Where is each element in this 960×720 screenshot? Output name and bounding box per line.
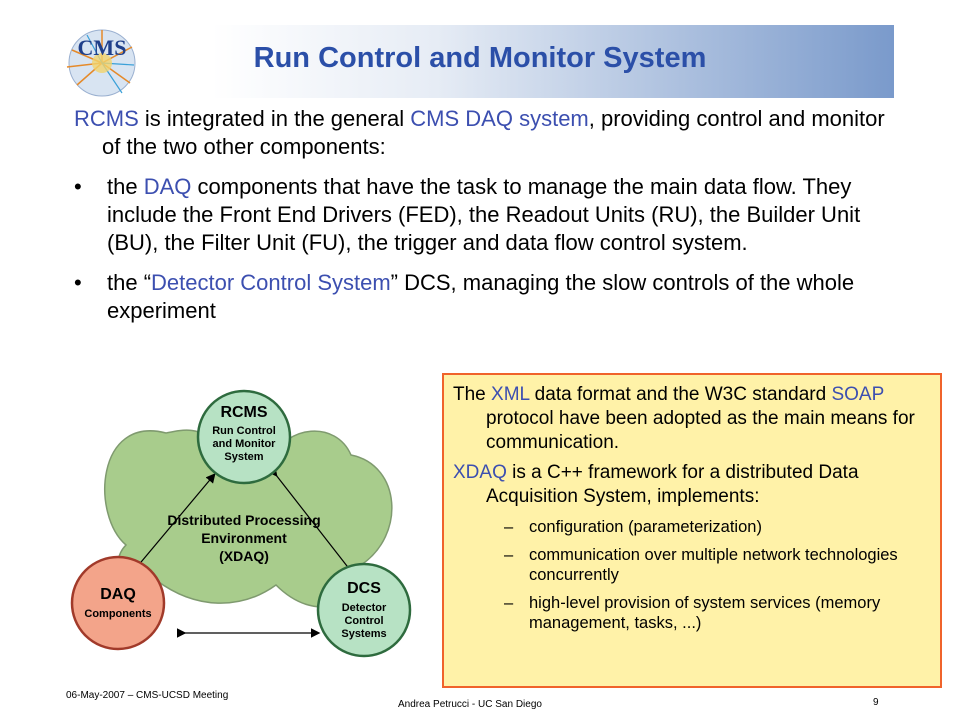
footer-author: Andrea Petrucci - UC San Diego	[398, 699, 542, 710]
info-p2-text: is a C++ framework for a distributed Dat…	[486, 462, 859, 507]
info-item-text: communication over multiple network tech…	[529, 546, 898, 584]
info-item-text: configuration (parameterization)	[529, 518, 762, 536]
intro-text-2: , providing control and monitor of the t…	[102, 106, 885, 159]
bullet-dcs-pre: the “	[107, 270, 152, 295]
info-item: –high-level provision of system services…	[453, 593, 930, 633]
body-text: RCMS is integrated in the general CMS DA…	[74, 105, 894, 337]
rcms-circle	[196, 389, 292, 485]
rcms-line-1: Run Control	[212, 425, 276, 437]
center-label-1: Distributed Processing	[167, 512, 320, 528]
info-box: The XML data format and the W3C standard…	[442, 373, 942, 688]
intro-paragraph: RCMS is integrated in the general CMS DA…	[74, 105, 894, 161]
center-label-2: Environment	[201, 530, 287, 546]
logo-text: CMS	[78, 35, 127, 60]
daq-circle	[70, 555, 166, 651]
info-item-text: high-level provision of system services …	[529, 594, 881, 632]
bullet-daq-pre: the	[107, 174, 144, 199]
info-hl-xml: XML	[491, 384, 530, 405]
center-label-3: (XDAQ)	[219, 548, 269, 564]
bullet-daq: • the DAQ components that have the task t…	[74, 173, 894, 257]
intro-text-1: is integrated in the general	[138, 106, 411, 131]
intro-hl-cms-daq: CMS DAQ system	[410, 106, 589, 131]
bullet-dcs-post: ” DCS, managing the slow controls of the…	[107, 270, 855, 323]
dcs-line-1: Detector	[342, 602, 387, 614]
info-item: –configuration (parameterization)	[453, 517, 930, 537]
arrow-rcms-dcs	[267, 466, 356, 577]
dash-marker: –	[504, 594, 514, 612]
bullet-daq-hl: DAQ	[143, 174, 192, 199]
info-xdaq: XDAQ is a C++ framework for a distribute…	[453, 461, 930, 509]
title-bar	[62, 25, 894, 98]
footer-page-number: 9	[873, 697, 879, 708]
info-p1-t1: The	[453, 384, 492, 405]
info-p1-t2: data format and the W3C standard	[529, 384, 832, 405]
daq-title: DAQ	[100, 586, 136, 603]
rcms-line-3: System	[224, 451, 263, 463]
page-title: Run Control and Monitor System	[253, 42, 707, 74]
dcs-line-2: Control	[344, 615, 383, 627]
daq-line-1: Components	[84, 608, 151, 620]
dcs-title: DCS	[347, 580, 381, 597]
dcs-circle	[316, 562, 412, 658]
rcms-diagram: RCMS Run Control and Monitor System DAQ …	[70, 389, 412, 658]
dcs-line-3: Systems	[341, 628, 386, 640]
bullet-daq-post: components that have the task to manage …	[107, 174, 861, 255]
dash-marker: –	[504, 546, 514, 564]
rcms-title: RCMS	[220, 404, 267, 421]
info-xml-soap: The XML data format and the W3C standard…	[453, 383, 930, 455]
info-hl-soap: SOAP	[831, 384, 884, 405]
dash-marker: –	[504, 518, 514, 536]
rcms-line-2: and Monitor	[213, 438, 277, 450]
bullet-marker: •	[74, 174, 82, 199]
cms-logo: CMS	[62, 25, 142, 98]
bullet-marker: •	[74, 270, 82, 295]
bullet-dcs: • the “Detector Control System” DCS, mana…	[74, 269, 894, 325]
info-item: –communication over multiple network tec…	[453, 545, 930, 585]
info-p1-t3: protocol have been adopted as the main m…	[486, 408, 915, 453]
footer-date-meeting: 06-May-2007 – CMS-UCSD Meeting	[66, 690, 229, 701]
bullet-dcs-hl: Detector Control System	[151, 270, 391, 295]
intro-hl-rcms: RCMS	[74, 106, 139, 131]
info-hl-xdaq: XDAQ	[453, 462, 507, 483]
